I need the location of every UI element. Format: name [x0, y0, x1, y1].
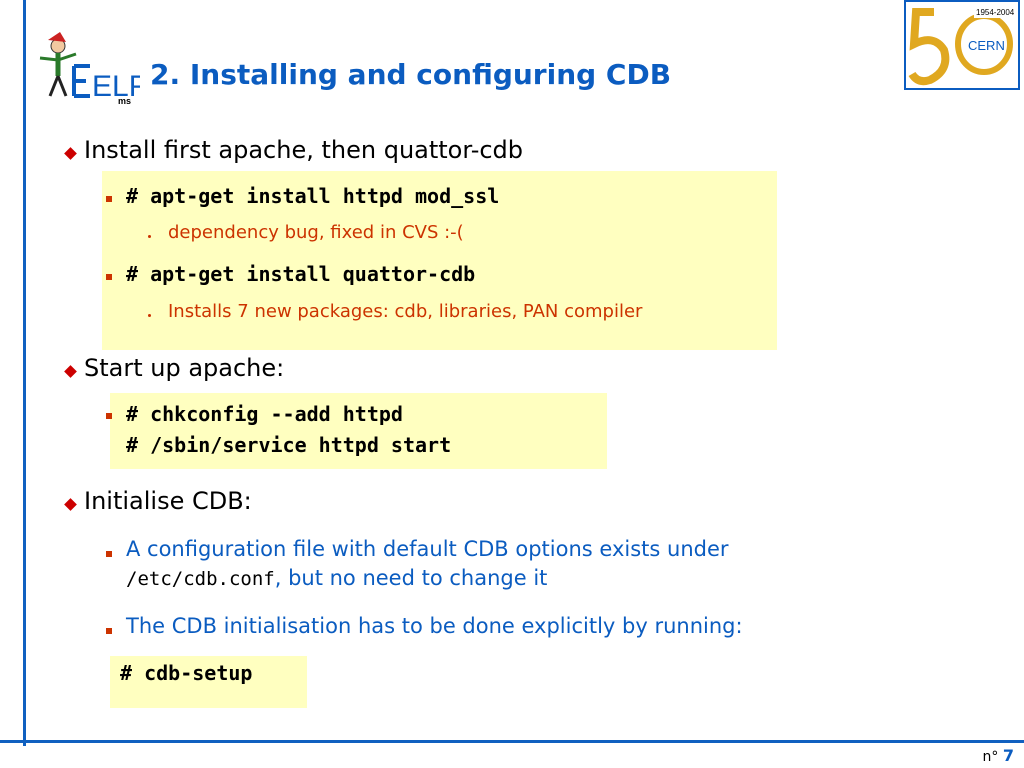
cern-50-logo: 1954-2004 CERN [904, 0, 1020, 90]
code-cdb-setup: # cdb-setup [120, 661, 253, 685]
cern-text: CERN [968, 38, 1005, 53]
code-highlight-box-2 [110, 393, 607, 469]
config-file-path: /etc/cdb.conf [126, 568, 275, 590]
config-file-rest: , but no need to change it [274, 566, 548, 590]
section-3-heading: Initialise CDB: [84, 487, 252, 515]
note-dependency-bug: dependency bug, fixed in CVS :-( [168, 222, 464, 243]
bullet-diamond-icon [64, 147, 77, 160]
code-apt-quattor: # apt-get install quattor-cdb [126, 262, 476, 286]
code-apt-httpd: # apt-get install httpd mod_ssl [126, 184, 500, 208]
bullet-square-icon [106, 551, 112, 557]
bullet-dot-icon [148, 235, 151, 238]
cdb-init-line: The CDB initialisation has to be done ex… [126, 614, 743, 638]
note-installs-packages: Installs 7 new packages: cdb, libraries,… [168, 301, 643, 322]
slide-title: 2. Installing and configuring CDB [150, 58, 672, 91]
bullet-square-icon [106, 628, 112, 634]
bullet-square-icon [106, 196, 112, 202]
section-1-heading: Install first apache, then quattor-cdb [84, 136, 524, 164]
code-service-start: # /sbin/service httpd start [126, 433, 452, 457]
bullet-square-icon [106, 413, 112, 419]
code-highlight-box-1 [102, 171, 777, 350]
page-number: n° 7 [983, 746, 1014, 765]
section-2-heading: Start up apache: [84, 354, 285, 382]
bullet-diamond-icon [64, 365, 77, 378]
elf-logo-sub: ms [118, 96, 131, 106]
left-border-line [23, 0, 26, 746]
bottom-border-line [0, 740, 1024, 743]
elfms-logo: ELF ms [39, 32, 140, 106]
bullet-dot-icon [148, 314, 151, 317]
bullet-square-icon [106, 274, 112, 280]
page-number-value: 7 [1002, 746, 1014, 765]
cern-years-text: 1954-2004 [976, 8, 1015, 17]
code-chkconfig: # chkconfig --add httpd [126, 402, 403, 426]
page-number-prefix: n° [982, 749, 999, 765]
config-file-line-1: A configuration file with default CDB op… [126, 537, 729, 561]
elf-logo-text: ELF [92, 70, 140, 103]
code-highlight-box-3 [110, 656, 307, 708]
bullet-diamond-icon [64, 498, 77, 511]
config-file-line-2: /etc/cdb.conf, but no need to change it [126, 566, 547, 590]
